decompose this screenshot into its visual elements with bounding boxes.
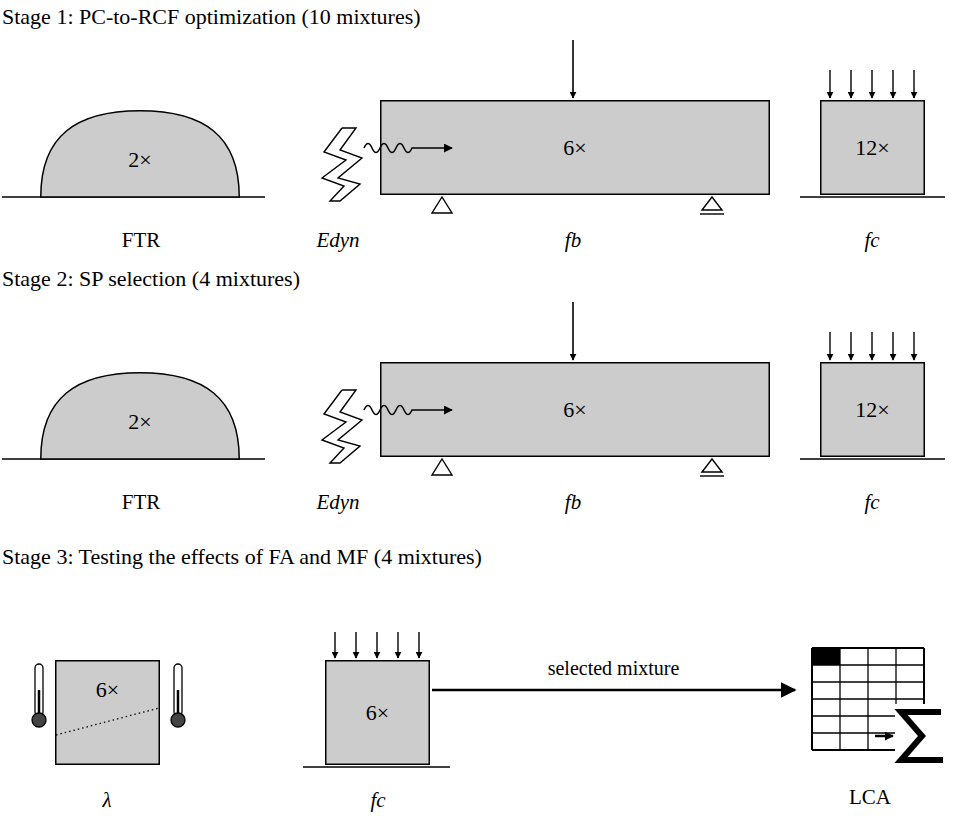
specimen-count: 12× (855, 135, 889, 160)
beam-specimen: 6× (380, 100, 770, 195)
stage-heading: Stage 3: Testing the effects of FA and M… (2, 544, 482, 569)
specimen-count: 12× (855, 397, 889, 422)
arrow-label: selected mixture (545, 657, 683, 680)
flow-spread-sample: 2× (40, 372, 240, 459)
node-outline (55, 660, 160, 765)
wave-symbol (364, 144, 452, 153)
specimen-count: 2× (128, 147, 151, 172)
beam-specimen: 6× (380, 362, 770, 457)
spreadsheet-icon (812, 648, 945, 764)
heat-flow-line (56, 708, 159, 735)
test-symbol: λ (102, 788, 111, 812)
cube-specimen: 12× (820, 100, 925, 195)
specimen-count: 6× (96, 677, 119, 702)
cube-specimen: 6× (325, 660, 430, 765)
test-symbol: fb (565, 490, 581, 514)
test-symbol: fc (864, 490, 879, 514)
test-symbol: fc (864, 228, 879, 252)
test-name: FTR (122, 228, 161, 252)
icon-caption: LCA (849, 785, 891, 809)
specimen-count: 2× (128, 409, 151, 434)
wave-symbol (364, 406, 452, 415)
process-arrow (432, 689, 795, 692)
test-symbol: fb (565, 228, 581, 252)
specimen-count: 6× (563, 397, 586, 422)
cube-specimen: 12× (820, 362, 925, 457)
stage-heading: Stage 1: PC-to-RCF optimization (10 mixt… (2, 4, 421, 29)
test-name: FTR (122, 490, 161, 514)
test-symbol: Edyn (316, 490, 359, 514)
flow-spread-sample: 2× (40, 110, 240, 197)
test-symbol: fc (370, 788, 385, 812)
specimen-count: 6× (366, 700, 389, 725)
specimen-count: 6× (563, 135, 586, 160)
lca-spreadsheet-icon: LCA (795, 640, 945, 812)
stage-heading: Stage 2: SP selection (4 mixtures) (2, 266, 300, 291)
test-symbol: Edyn (316, 228, 359, 252)
conductivity-specimen: 6× (55, 660, 160, 765)
